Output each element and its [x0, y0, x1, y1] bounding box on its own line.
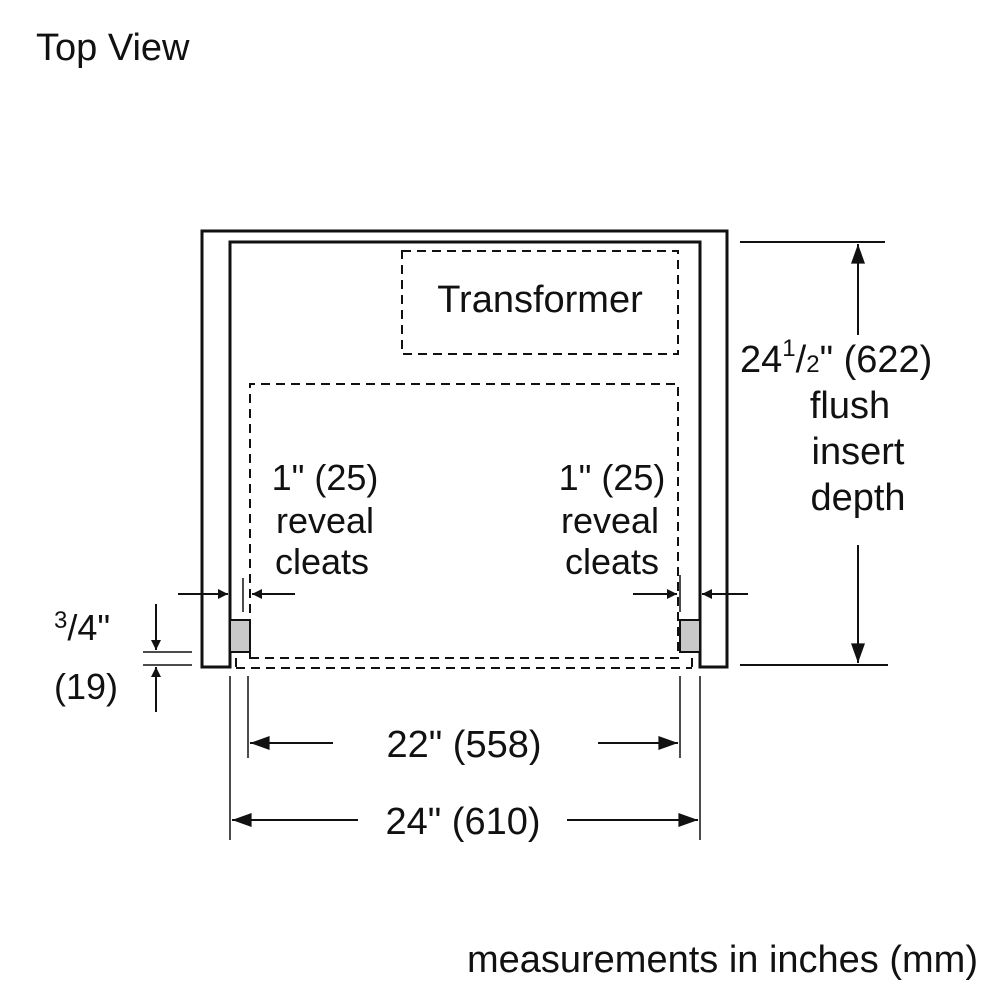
offset-label: 3/4" (19) [54, 607, 118, 707]
svg-text:insert: insert [812, 431, 905, 473]
outer-width-label: 24" (610) [385, 801, 540, 843]
transformer-label: Transformer [437, 279, 643, 321]
left-cleat [229, 619, 251, 653]
units-footnote: measurements in inches (mm) [467, 939, 978, 981]
svg-text:cleats: cleats [565, 541, 659, 582]
svg-text:1" (25): 1" (25) [559, 457, 666, 498]
insert-front-edge [235, 658, 693, 669]
svg-text:depth: depth [810, 477, 905, 519]
right-cleat [679, 619, 701, 653]
view-title: Top View [36, 27, 190, 69]
right-cleat-label: 1" (25) reveal cleats [559, 457, 666, 582]
svg-text:1" (25): 1" (25) [272, 457, 379, 498]
transformer-outline [401, 250, 679, 355]
insert-outline [249, 383, 679, 659]
inner-width-label: 22" (558) [386, 724, 541, 766]
depth-label: 241/2" (622) flush insert depth [740, 335, 932, 519]
left-cleat-label: 1" (25) reveal cleats [272, 457, 379, 582]
cabinet-outer-wall [200, 229, 729, 669]
svg-text:reveal: reveal [276, 500, 374, 541]
svg-text:flush: flush [810, 385, 890, 427]
offset-fraction: 3/4" [54, 607, 110, 648]
offset-metric: (19) [54, 666, 118, 707]
svg-text:cleats: cleats [275, 541, 369, 582]
svg-text:reveal: reveal [561, 500, 659, 541]
depth-value: 241/2" (622) [740, 335, 932, 381]
